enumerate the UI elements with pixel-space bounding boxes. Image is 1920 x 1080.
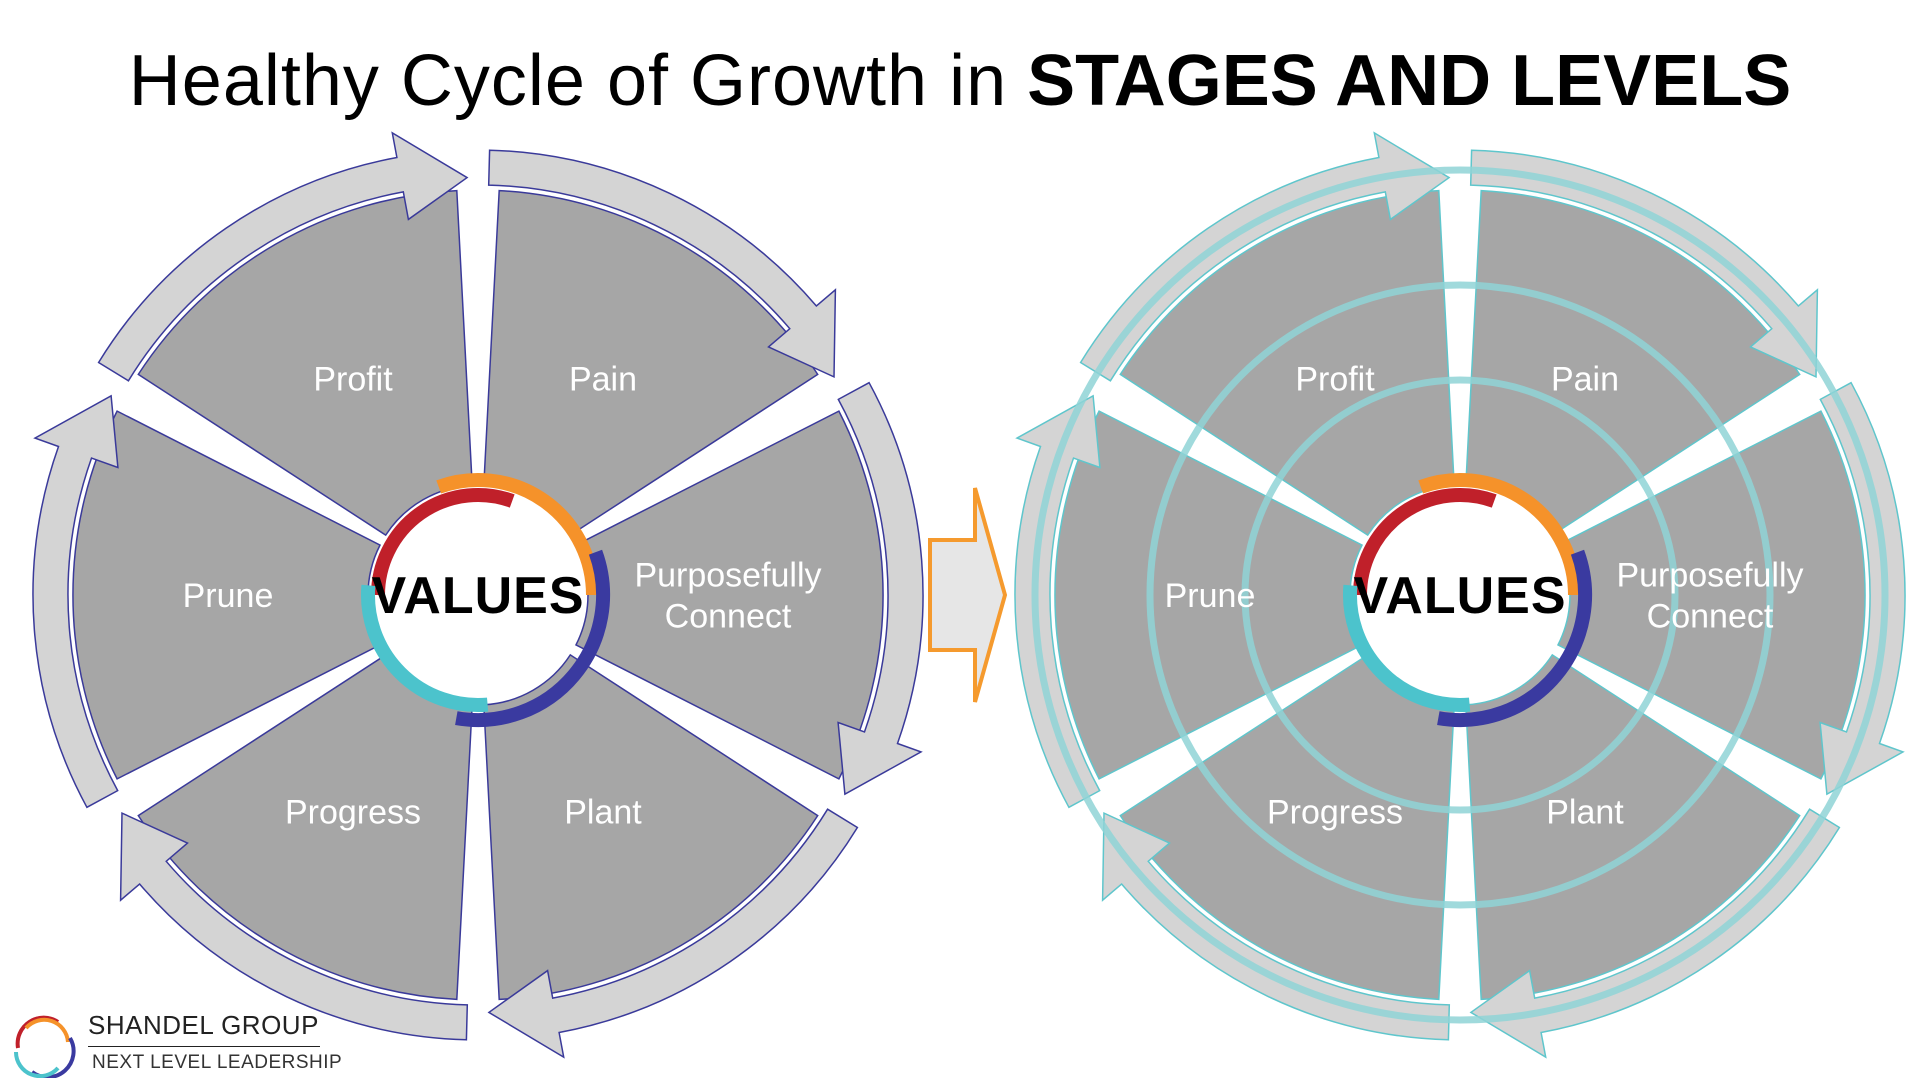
stage-label: Purposefully xyxy=(1616,557,1803,595)
values-swirl-arc xyxy=(436,473,600,596)
stage-label: Purposefully xyxy=(634,557,821,595)
stage-segment xyxy=(1465,653,1801,1001)
cycle-arrow xyxy=(837,381,924,796)
stage-label: Pain xyxy=(569,361,637,399)
cycle-arrow xyxy=(32,394,119,809)
logo-tagline: NEXT LEVEL LEADERSHIP xyxy=(92,1052,343,1073)
stage-label: Plant xyxy=(1546,794,1624,832)
cycle-arrow xyxy=(1469,808,1841,1059)
stage-label: Prune xyxy=(1165,577,1256,615)
values-center-label: VALUES xyxy=(1353,567,1566,625)
cycle-arrow xyxy=(97,131,469,382)
cycle-arrow xyxy=(119,811,469,1041)
values-center-disc xyxy=(1352,487,1568,703)
cycle-arrow xyxy=(487,808,859,1059)
stage-segment xyxy=(137,189,473,537)
stage-label: Connect xyxy=(665,598,792,636)
swirl-logo-icon xyxy=(13,1015,76,1078)
cycle-arrow xyxy=(1079,131,1451,382)
stage-label: Prune xyxy=(183,577,274,615)
stage-label: Progress xyxy=(285,794,421,832)
values-swirl-arc xyxy=(360,584,489,713)
values-swirl-arc xyxy=(1418,473,1582,596)
stage-segment xyxy=(483,653,819,1001)
cycle-arrow xyxy=(1014,394,1101,809)
stage-label: Profit xyxy=(1295,361,1375,399)
company-logo: SHANDEL GROUP NEXT LEVEL LEADERSHIP xyxy=(8,1008,342,1078)
logo-brand: SHANDEL GROUP xyxy=(88,1010,319,1040)
transition-arrow xyxy=(928,487,1008,703)
values-center-label: VALUES xyxy=(371,567,584,625)
values-swirl-arc xyxy=(1437,549,1593,727)
stage-label: Connect xyxy=(1647,598,1774,636)
stage-label: Profit xyxy=(313,361,393,399)
values-swirl-arc xyxy=(1353,488,1497,596)
title-bold: STAGES AND LEVELS xyxy=(1027,41,1792,121)
stage-label: Plant xyxy=(564,794,642,832)
values-swirl-arc xyxy=(1342,584,1471,713)
stage-label: Progress xyxy=(1267,794,1403,832)
values-swirl-arc xyxy=(371,488,515,596)
cycle-arrow xyxy=(1819,381,1906,796)
logo-divider xyxy=(88,1046,320,1047)
values-swirl-arc xyxy=(455,549,611,727)
level-ring xyxy=(1146,281,1774,909)
stage-label: Pain xyxy=(1551,361,1619,399)
page-title: Healthy Cycle of Growth in STAGES AND LE… xyxy=(0,40,1920,122)
level-ring xyxy=(1241,376,1679,814)
title-normal: Healthy Cycle of Growth in xyxy=(128,41,1008,121)
values-center-disc xyxy=(370,487,586,703)
level-ring xyxy=(1031,166,1889,1024)
stage-segment xyxy=(1119,189,1455,537)
cycle-arrow xyxy=(487,149,837,379)
